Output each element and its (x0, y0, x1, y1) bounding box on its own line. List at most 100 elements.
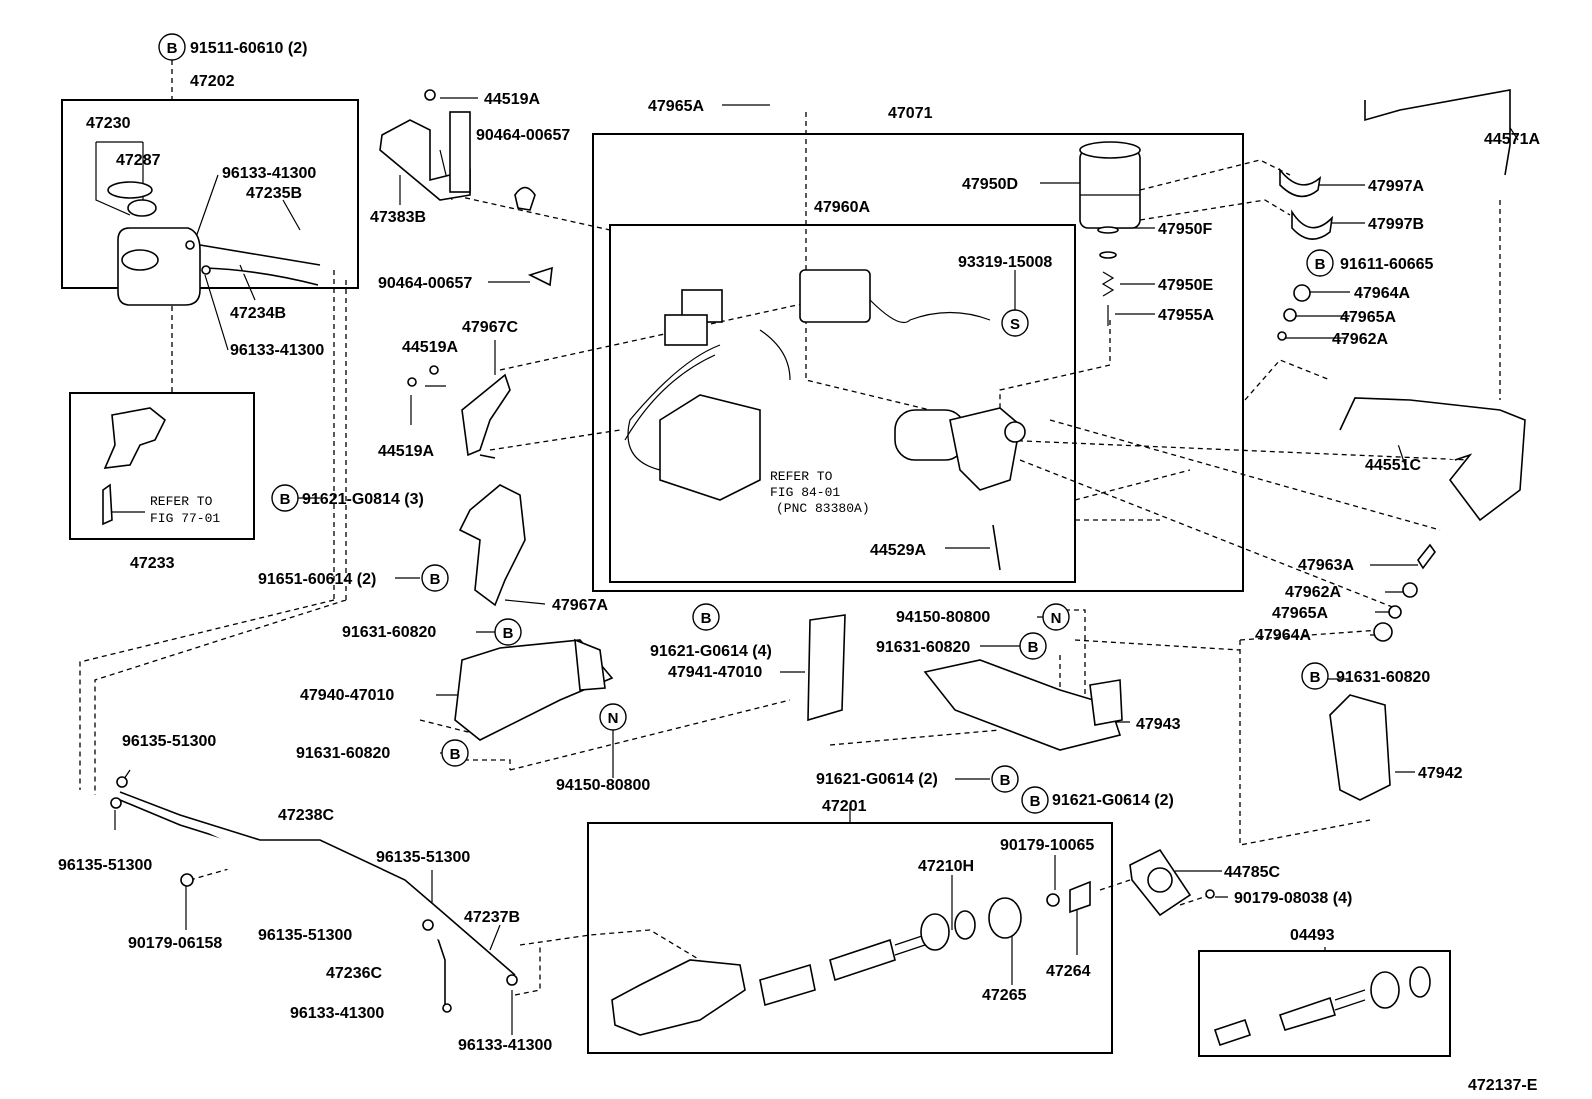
label-47965A-r: 47965A (1340, 309, 1396, 326)
callout-b-91621-g0614-4: B (692, 603, 720, 631)
label-47230: 47230 (86, 115, 131, 132)
plate-44785C (1129, 848, 1215, 917)
box-47202 (61, 99, 359, 289)
svg-text:B: B (701, 610, 712, 627)
bracket-47940 (454, 638, 614, 741)
plate-47941 (807, 614, 846, 722)
pump-47950 (1079, 141, 1141, 326)
label-96135-c: 96135-51300 (376, 849, 470, 866)
label-47940: 47940-47010 (300, 687, 394, 704)
label-96135-d: 96135-51300 (258, 927, 352, 944)
callout-b-91621-g0614-2b: B (1021, 786, 1049, 814)
label-91651: 91651-60614 (2) (258, 571, 376, 588)
label-04493: 04493 (1290, 927, 1335, 944)
label-44571A: 44571A (1484, 131, 1540, 148)
label-47967A: 47967A (552, 597, 608, 614)
box-47071 (592, 133, 1244, 592)
label-96133-a: 96133-41300 (222, 165, 316, 182)
label-47941: 47941-47010 (668, 664, 762, 681)
label-90464-b: 90464-00657 (378, 275, 472, 292)
label-47210H: 47210H (918, 858, 974, 875)
bracket-47967C-A (407, 365, 526, 607)
label-47265: 47265 (982, 987, 1027, 1004)
svg-text:B: B (167, 40, 178, 57)
callout-n-94150-b: N (1042, 603, 1070, 631)
label-90464-a: 90464-00657 (476, 127, 570, 144)
label-96133-b: 96133-41300 (230, 342, 324, 359)
label-94150-b: 94150-80800 (896, 609, 990, 626)
pipe-44571A (1364, 89, 1511, 176)
label-47287: 47287 (116, 152, 161, 169)
part-labels: 91511-60610 (2) 47202 47230 47287 96133-… (58, 40, 1540, 1094)
label-47383B: 47383B (370, 209, 426, 226)
kit-04493 (1213, 966, 1431, 1047)
svg-text:B: B (1310, 669, 1321, 686)
label-refer-84-1: REFER TO (770, 469, 833, 484)
label-47950D: 47950D (962, 176, 1018, 193)
dashed-leaders (79, 60, 1501, 996)
label-90179-08038: 90179-08038 (4) (1234, 890, 1352, 907)
bracket-47942 (1329, 694, 1391, 801)
svg-text:N: N (608, 710, 619, 727)
label-44785C: 44785C (1224, 864, 1280, 881)
label-47997B: 47997B (1368, 216, 1424, 233)
label-47950E: 47950E (1158, 277, 1213, 294)
figure-id: 472137-E (1468, 1077, 1538, 1094)
valve-47201 (611, 880, 1091, 1036)
label-refer-77-2: FIG 77-01 (150, 511, 220, 526)
label-91631-d: 91631-60820 (1336, 669, 1430, 686)
callout-b-91631-c: B (1019, 632, 1047, 660)
callout-b-91621-g0614-2a: B (991, 765, 1019, 793)
svg-text:N: N (1051, 610, 1062, 627)
label-96133-d: 96133-41300 (458, 1037, 552, 1054)
callout-n-94150-a: N (599, 703, 627, 731)
label-91631-b: 91631-60820 (296, 745, 390, 762)
label-91621-g0814: 91621-G0814 (3) (302, 491, 424, 508)
nuts-right-lower (1373, 543, 1436, 642)
nuts-right-upper (1277, 284, 1311, 341)
label-47962A-b: 47962A (1285, 584, 1341, 601)
label-47071: 47071 (888, 105, 933, 122)
label-47950F: 47950F (1158, 221, 1212, 238)
callout-s-93319: S (1001, 309, 1029, 337)
label-47238C: 47238C (278, 807, 334, 824)
callout-b-91651: B (421, 564, 449, 592)
label-44519A-b: 44519A (402, 339, 458, 356)
label-47237B: 47237B (464, 909, 520, 926)
label-47942: 47942 (1418, 765, 1463, 782)
label-91631-c: 91631-60820 (876, 639, 970, 656)
label-47960A: 47960A (814, 199, 870, 216)
bands-47997 (1279, 167, 1334, 240)
label-96135-b: 96135-51300 (58, 857, 152, 874)
label-47955A: 47955A (1158, 307, 1214, 324)
label-90179-06158: 90179-06158 (128, 935, 222, 952)
svg-text:B: B (1000, 772, 1011, 789)
reservoir-47202 (107, 181, 321, 306)
label-91621-g0614-2b: 91621-G0614 (2) (1052, 792, 1174, 809)
label-47965A-b: 47965A (1272, 605, 1328, 622)
label-44519A-top: 44519A (484, 91, 540, 108)
clip-90464 (514, 186, 553, 287)
label-91631-a: 91631-60820 (342, 624, 436, 641)
svg-text:B: B (450, 746, 461, 763)
label-47234B: 47234B (230, 305, 286, 322)
label-47264: 47264 (1046, 963, 1091, 980)
label-93319: 93319-15008 (958, 254, 1052, 271)
pipe-44551C (1339, 397, 1526, 522)
label-44551C: 44551C (1365, 457, 1421, 474)
box-47233 (69, 392, 255, 540)
label-47964A-top: 47964A (1354, 285, 1410, 302)
label-47236C: 47236C (326, 965, 382, 982)
svg-text:B: B (1028, 639, 1039, 656)
label-44519A-c: 44519A (378, 443, 434, 460)
label-47967C: 47967C (462, 319, 518, 336)
callout-b-91631-a: B (494, 618, 522, 646)
label-refer-84-3: (PNC 83380A) (776, 501, 870, 516)
label-47235B: 47235B (246, 185, 302, 202)
callout-b-91621-g0814: B (271, 484, 299, 512)
callout-b-91631-d: B (1301, 662, 1329, 690)
label-96135-a: 96135-51300 (122, 733, 216, 750)
callout-b-91631-b: B (441, 739, 469, 767)
